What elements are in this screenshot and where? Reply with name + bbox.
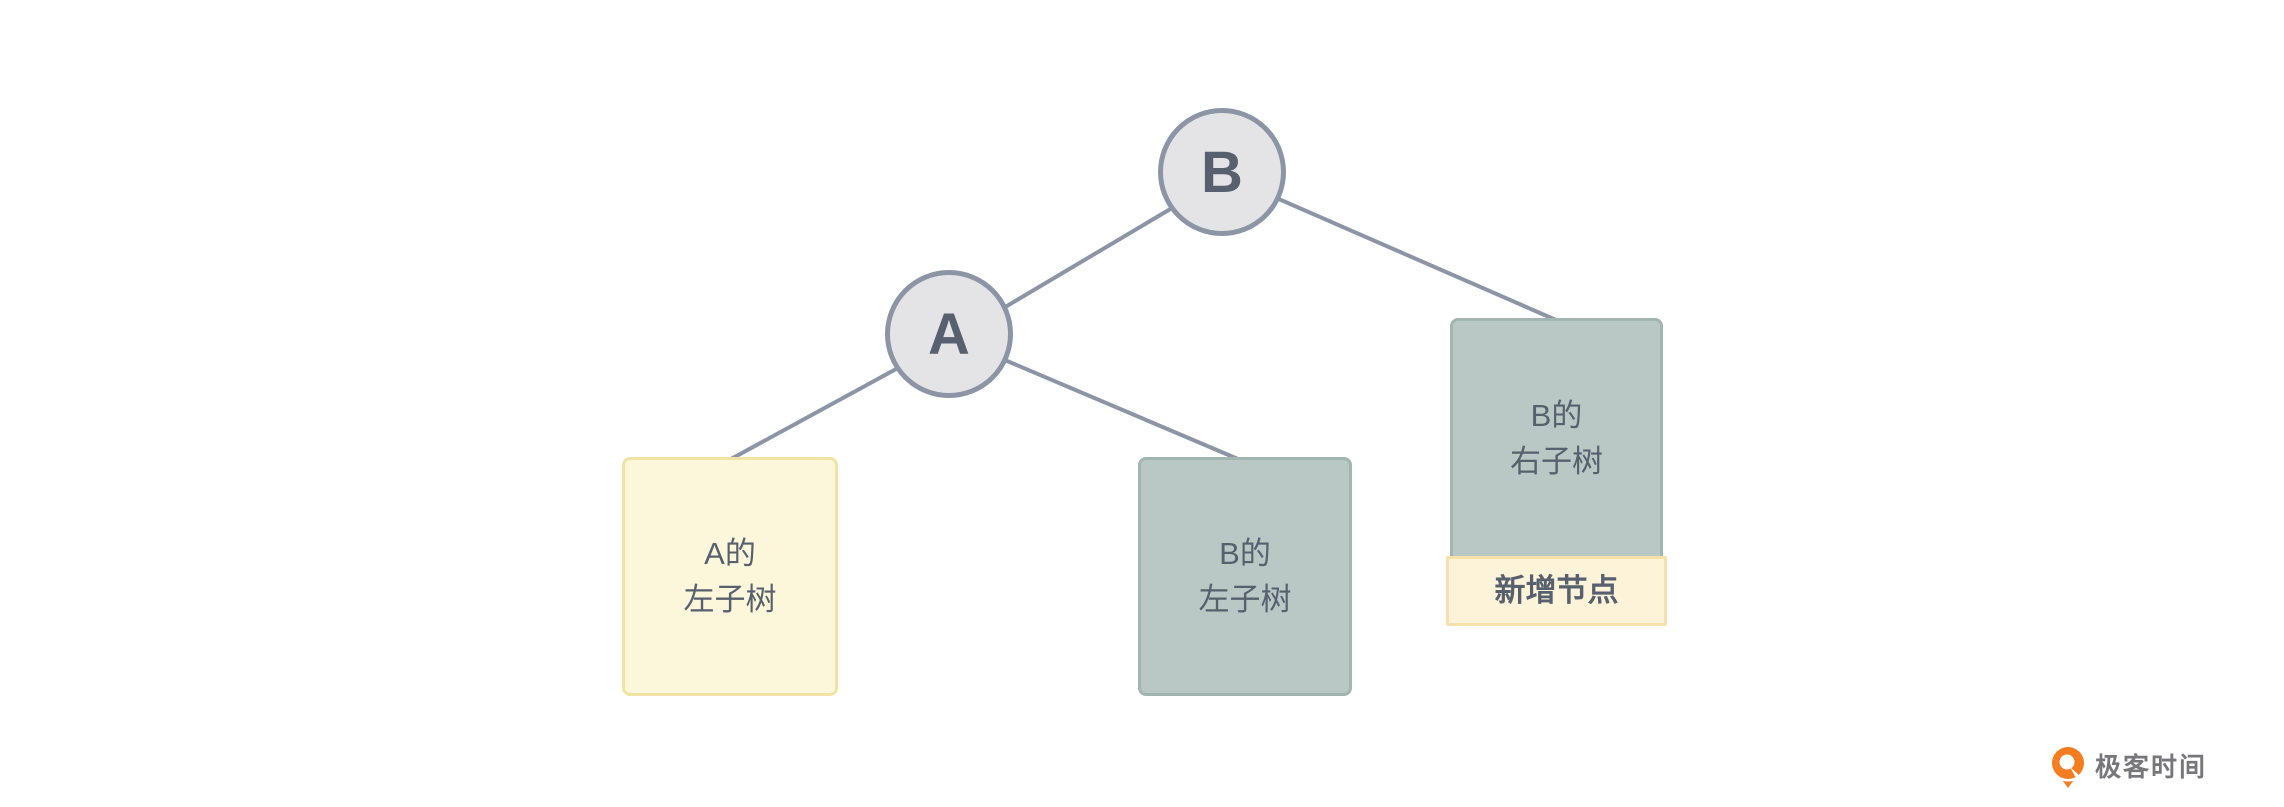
subtree-box-a-left: A的 左子树 [622,457,838,696]
subtree-box-a-left-label: A的 左子树 [683,535,777,617]
new-node-strip: 新增节点 [1446,556,1667,626]
geektime-logo-icon [2052,747,2084,788]
geektime-logo: 极客时间 [2050,744,2207,790]
subtree-box-b-right-label: B的 右子树 [1510,397,1603,479]
tree-node-b-label: B [1201,139,1243,205]
new-node-strip-label: 新增节点 [1494,573,1619,608]
subtree-box-b-left: B的 左子树 [1138,457,1352,696]
tree-node-a-label: A [928,301,970,367]
edge-b-right-subtree [1225,174,1557,322]
tree-node-b: B [1158,108,1286,236]
subtree-box-b-left-label: B的 左子树 [1198,535,1292,617]
tree-node-a: A [885,270,1013,398]
geektime-logo-text: 极客时间 [2095,752,2208,782]
subtree-box-b-right: B的 右子树 [1450,318,1663,556]
